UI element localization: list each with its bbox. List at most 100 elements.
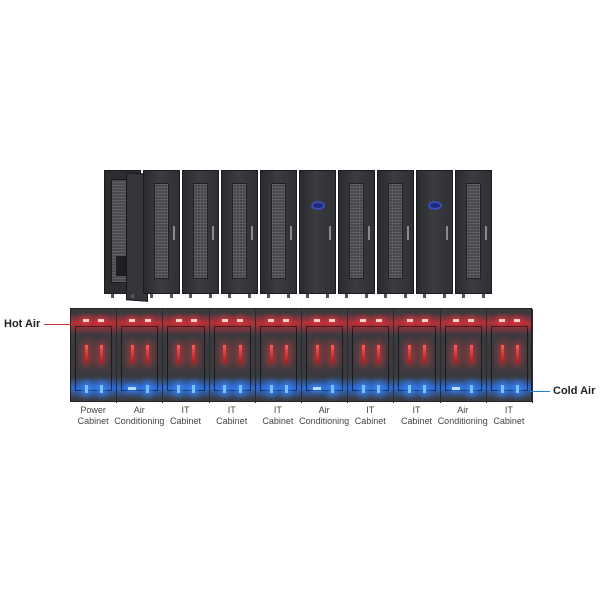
hot-air-arrow: [377, 345, 381, 363]
cold-air-arrow: [408, 385, 412, 393]
hot-air-exhaust: [406, 319, 413, 322]
hot-air-exhaust: [283, 319, 290, 322]
hot-air-arrow: [361, 345, 365, 363]
hot-air-arrow: [99, 345, 103, 363]
cabinet-label-line1: IT: [273, 405, 282, 415]
it-airflow-column: [394, 309, 441, 403]
it-cabinet-photo: [338, 170, 375, 298]
cabinet-label-line1: IT: [181, 405, 190, 415]
hot-air-arrow: [423, 345, 427, 363]
hot-air-exhaust: [314, 319, 321, 322]
cold-air-arrow: [284, 385, 288, 393]
it-cabinet-photo: [182, 170, 219, 298]
cold-air-arrow: [423, 385, 427, 393]
cabinet-outline: [490, 326, 528, 391]
it-airflow-column: [256, 309, 302, 403]
cabinet-row-photo: [104, 170, 492, 302]
hot-air-arrow: [269, 345, 273, 363]
cold-air-arrow: [128, 387, 137, 390]
hot-air-arrow: [408, 345, 412, 363]
hot-air-arrow: [515, 345, 519, 363]
cabinet-label-line2: Cabinet: [216, 416, 248, 426]
hot-air-exhaust: [268, 319, 275, 322]
cabinet-outline: [352, 326, 390, 391]
cabinet-label-line2: Cabinet: [400, 416, 433, 426]
airflow-diagram: [70, 308, 533, 403]
it-cabinet-photo: [455, 170, 492, 298]
perforated-door: [154, 183, 169, 279]
cabinet-label-line1: Air: [318, 405, 330, 415]
hot-air-exhaust: [452, 319, 459, 322]
hot-air-exhaust: [83, 319, 90, 322]
hot-air-arrow: [454, 345, 458, 363]
hot-air-arrow: [284, 345, 288, 363]
cabinet-label-line1: IT: [227, 405, 236, 415]
perforated-door: [388, 183, 403, 279]
cabinet-label-line1: IT: [412, 405, 421, 415]
cold-air-arrow: [146, 385, 150, 393]
hot-air-exhaust: [421, 319, 428, 322]
perforated-door: [193, 183, 208, 279]
perforated-door: [271, 183, 286, 279]
cold-air-arrow: [469, 385, 473, 393]
cold-air-arrow: [500, 385, 504, 393]
cabinet-outline: [121, 326, 159, 391]
hot-air-arrow: [330, 345, 334, 363]
cabinet-label-line1: Power: [80, 405, 106, 415]
power-cabinet-photo: [104, 170, 148, 302]
cold-air-arrow: [177, 385, 181, 393]
hot-air-exhaust: [375, 319, 382, 322]
hot-air-arrow: [223, 345, 227, 363]
perforated-door: [466, 183, 481, 279]
cold-air-arrow: [451, 387, 460, 390]
hot-air-exhaust: [129, 319, 136, 322]
cabinet-label-line1: IT: [366, 405, 375, 415]
cabinet-label-line2: Conditioning: [114, 416, 165, 426]
hot-air-arrow: [177, 345, 181, 363]
ac-airflow-column: [117, 309, 164, 403]
it-cabinet-photo: [221, 170, 258, 298]
hot-air-exhaust: [190, 319, 197, 322]
hot-air-exhaust: [499, 319, 506, 322]
cold-air-arrow: [330, 385, 334, 393]
cabinet-label-line1: Air: [457, 405, 469, 415]
it-airflow-column: [163, 309, 210, 403]
cold-air-arrow: [515, 385, 519, 393]
it-cabinet-photo: [143, 170, 180, 298]
hot-air-arrow: [130, 345, 134, 363]
cold-air-arrow: [313, 387, 322, 390]
cabinet-label-line2: Cabinet: [77, 416, 109, 426]
cabinet-label-line2: Cabinet: [354, 416, 386, 426]
cabinet-label-line2: Cabinet: [262, 416, 294, 426]
cabinet-outline: [167, 326, 205, 391]
ac-cabinet-photo: [416, 170, 453, 298]
cabinet-outline: [213, 326, 251, 391]
it-airflow-column: [210, 309, 256, 403]
cabinet-outline: [75, 326, 113, 391]
cabinet-outline: [306, 326, 344, 391]
it-airflow-column: [487, 309, 533, 403]
cold-air-arrow: [223, 385, 227, 393]
perforated-door: [349, 183, 364, 279]
hot-air-arrow: [469, 345, 473, 363]
cold-air-arrow: [99, 385, 103, 393]
hot-air-label: Hot Air: [4, 318, 41, 330]
ac-airflow-column: [302, 309, 349, 403]
ac-cabinet-photo: [299, 170, 336, 298]
cabinet-label-line2: Cabinet: [169, 416, 202, 426]
cold-air-arrow: [377, 385, 381, 393]
hot-air-arrow: [500, 345, 504, 363]
hot-air-exhaust: [360, 319, 367, 322]
power-airflow-column: [71, 309, 118, 403]
cold-air-arrow: [361, 385, 365, 393]
cabinet-label-line1: Air: [133, 405, 145, 415]
